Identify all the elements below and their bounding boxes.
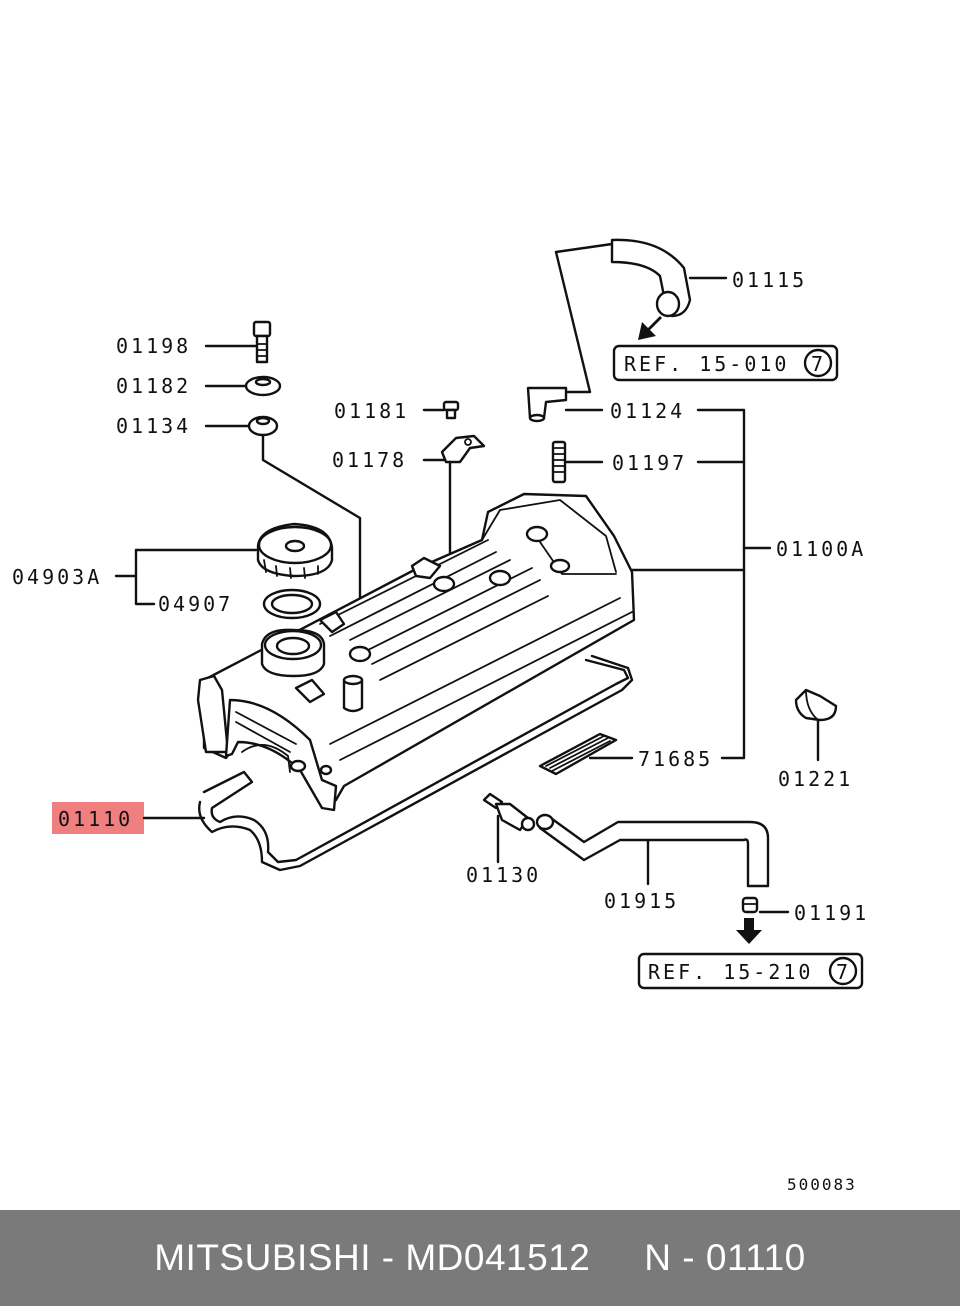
label-01178: 01178 xyxy=(332,448,407,472)
grommet-part-01134 xyxy=(247,415,279,437)
label-01198: 01198 xyxy=(116,334,191,358)
label-01100a: 01100A xyxy=(776,537,866,561)
stud-part-01197 xyxy=(551,440,567,484)
seal-part-71685 xyxy=(538,732,618,776)
arrow-down-left-icon xyxy=(638,316,662,340)
hose-part-01915 xyxy=(535,813,770,888)
parts-diagram: REF. 15-010 7 01198 01182 01134 01181 01… xyxy=(12,238,869,1194)
elbow-part-01124 xyxy=(526,386,568,423)
bracket-part-01178 xyxy=(440,434,486,464)
screw-part-01181 xyxy=(442,400,460,420)
rocker-cover-body xyxy=(196,492,636,812)
footer-part-number: MITSUBISHI - MD041512 N - 01110 xyxy=(154,1237,806,1278)
ref-15-210-number: 7 xyxy=(836,960,851,984)
label-01915: 01915 xyxy=(604,889,679,913)
clamp-part-01191 xyxy=(741,896,759,914)
label-71685: 71685 xyxy=(638,747,713,771)
reference-box-15-010: REF. 15-010 7 xyxy=(612,344,839,382)
label-01110-highlight xyxy=(52,802,144,834)
label-01191: 01191 xyxy=(794,901,869,925)
label-01182: 01182 xyxy=(116,374,191,398)
oring-part-04907 xyxy=(262,588,322,620)
footer-bar: MITSUBISHI - MD041512 N - 01110 xyxy=(0,1210,960,1306)
ref-15-010-text: REF. 15-010 xyxy=(624,352,789,376)
diagram-id: 500083 xyxy=(787,1175,857,1194)
ref-15-010-number: 7 xyxy=(811,352,826,376)
plug-part-01221 xyxy=(794,688,838,722)
arrow-down-icon xyxy=(736,918,762,944)
label-01197: 01197 xyxy=(612,451,687,475)
label-01221: 01221 xyxy=(778,767,853,791)
label-04907: 04907 xyxy=(158,592,233,616)
washer-part-01182 xyxy=(244,375,282,397)
bolt-part-01198 xyxy=(252,320,272,364)
label-01124: 01124 xyxy=(610,399,685,423)
reference-box-15-210: REF. 15-210 7 xyxy=(637,952,864,990)
ref-15-210-text: REF. 15-210 xyxy=(648,960,813,984)
gasket-part-01110 xyxy=(198,654,634,872)
label-01181: 01181 xyxy=(334,399,409,423)
label-01110: 01110 xyxy=(58,807,133,831)
label-01130: 01130 xyxy=(466,863,541,887)
label-01134: 01134 xyxy=(116,414,191,438)
hose-part-01115 xyxy=(610,238,692,318)
label-01115: 01115 xyxy=(732,268,807,292)
valve-part-01130 xyxy=(482,792,536,832)
label-04903a: 04903A xyxy=(12,565,102,589)
oil-cap-part-04903a xyxy=(256,522,334,579)
